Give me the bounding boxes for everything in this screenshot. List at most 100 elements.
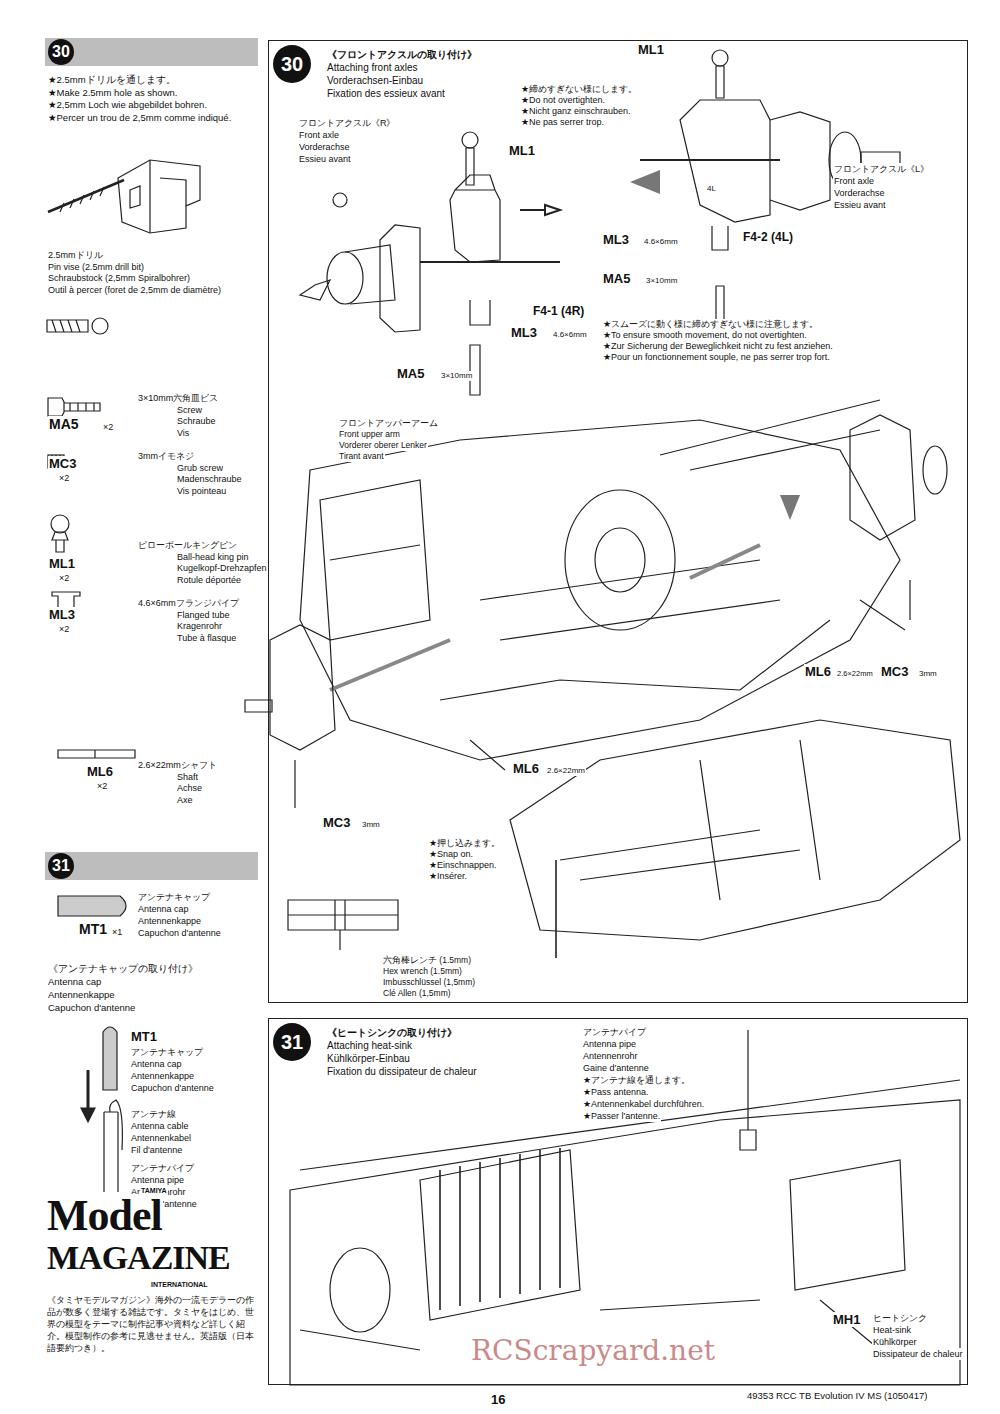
note-text: ★2,5mm Loch wie abgebildet bohren. (47, 99, 208, 112)
note-text: ヒートシンク (872, 1312, 928, 1324)
shaft-icon (58, 750, 135, 758)
note-text: ★Snap on. (428, 849, 474, 860)
drill-hole (92, 318, 108, 334)
note-text: Dissipateur de chaleur (872, 1348, 964, 1360)
note-text: ★押し込みます。 (428, 838, 501, 849)
note-text: ピローボールキングピン (137, 540, 238, 552)
note-text: Gaine d'antenne (582, 1062, 650, 1074)
note-text: 2.5mmドリル (47, 250, 104, 262)
chassis-outline (300, 420, 900, 760)
suspension-arms (440, 560, 830, 700)
note-text: Front axle (298, 129, 340, 141)
antenna-cap (103, 1027, 117, 1090)
note-text: 六角棒レンチ (1.5mm) (382, 955, 472, 966)
step-title: 《ヒートシンクの取り付け》 (327, 1026, 477, 1039)
note-text: ×1 (111, 927, 123, 938)
knuckle-part (118, 160, 200, 233)
ball-r (333, 193, 347, 207)
part-code: ML6 (86, 764, 114, 779)
note-text: 4.6×6mm (643, 237, 679, 247)
gear-31 (330, 1248, 390, 1332)
note-text: 4.6×6mm (552, 330, 588, 340)
part-code: Model (46, 1194, 163, 1238)
step-band: 31 (45, 852, 258, 880)
upright-assembled-l (850, 415, 915, 540)
step-title: Attaching front axles (327, 61, 477, 74)
ball-king-pin (462, 132, 478, 148)
note-text: 2.6×22mmシャフト (137, 760, 218, 772)
step-band: 30 (45, 38, 258, 66)
chassis-small-detail (560, 740, 820, 900)
note-text: ★Percer un trou de 2,5mm comme indiqué. (47, 112, 232, 125)
note-text: 49353 RCC TB Evolution IV MS (1050417) (746, 1390, 928, 1402)
note-text: ★スムーズに動く様に締めすぎない様に注意します。 (602, 319, 819, 330)
screw-icon (48, 398, 100, 416)
note-text: ×2 (96, 781, 108, 792)
note-text: 3×10mm (645, 276, 678, 286)
pivot-ball-inset (288, 900, 398, 950)
note-text: 2.6×22mm (546, 766, 586, 776)
step-number: 31 (48, 853, 74, 879)
part-code: MC3 (322, 815, 351, 830)
upright-r (450, 175, 500, 262)
part-code: ML1 (637, 42, 665, 57)
note-text: ×2 (58, 573, 70, 584)
note-text: Essieu avant (833, 199, 887, 211)
part-code: MA5 (48, 416, 80, 432)
note-text: Grub screw (176, 463, 224, 475)
note-text: ★Make 2.5mm hole as shown. (47, 87, 178, 100)
note-text: Clé Allen (1,5mm) (382, 988, 452, 999)
note-text: アンテナパイプ (582, 1026, 647, 1038)
note-text: Antenna pipe (582, 1038, 637, 1050)
note-text: ★Zur Sicherung der Beweglichkeit nicht z… (602, 341, 834, 352)
note-text: フロントアクスル《R》 (298, 117, 397, 129)
screw-stack-l (712, 226, 728, 320)
king-pin-body-top (716, 66, 724, 98)
note-text: 4.6×6mmフランジパイプ (137, 598, 240, 610)
note-text: Kühlkörper (872, 1336, 918, 1348)
note-text: ★Pass antenna. (582, 1086, 650, 1098)
note-text: Vorderachse (833, 187, 886, 199)
note-text: Vorderachse (298, 141, 351, 153)
knuckle-r (380, 225, 420, 332)
antenna-pipe-31 (740, 1030, 756, 1150)
note-text: Antennenkabel (130, 1132, 192, 1144)
part-code: MC3 (48, 456, 77, 471)
note-text: ★Passer l'antenne. (582, 1110, 661, 1122)
note-text: フロントアッパーアーム (338, 418, 439, 429)
part-code: F4-2 (4L) (742, 230, 794, 244)
note-text: Antennenkappe (137, 915, 202, 927)
note-text: ★Insérer. (428, 871, 468, 882)
note-text: Schraube (176, 416, 217, 428)
note-text: Antenna cap (47, 975, 102, 988)
note-text: Antennenkappe (47, 988, 116, 1001)
note-text: Shaft (176, 772, 199, 784)
shaft-leaders (295, 580, 910, 808)
note-text: Vis (176, 428, 190, 440)
part-code: MAGAZINE (46, 1240, 231, 1276)
motor-mount (320, 480, 430, 640)
step-title: Attaching heat-sink (327, 1039, 477, 1052)
note-text: Front axle (833, 175, 875, 187)
note-text: ★Antennenkabel durchführen. (582, 1098, 705, 1110)
note-text: ×2 (58, 624, 70, 635)
note-text: Screw (176, 405, 203, 417)
note-text: 3mmイモネジ (137, 451, 195, 463)
note-text: Essieu avant (298, 153, 352, 165)
antenna-cap-icon (58, 896, 126, 916)
chassis-deck (300, 1080, 960, 1170)
note-text: ★2.5mmドリルを通します。 (47, 74, 177, 87)
step-number: 30 (273, 45, 311, 83)
note-text: Antenna cable (130, 1120, 190, 1132)
note-text: ★Einschnappen. (428, 860, 498, 871)
note-text: ★To ensure smooth movement, do not overt… (602, 330, 808, 341)
note-text: Madenschraube (176, 474, 243, 486)
heat-sink-fins (440, 1148, 560, 1310)
note-text: Rotule déportée (176, 575, 242, 587)
note-text: Fil d'antenne (130, 1144, 183, 1156)
chassis-31 (290, 1100, 960, 1385)
antenna-pipe (104, 1112, 118, 1192)
drill-icon (47, 320, 88, 332)
upper-arm-rod (660, 400, 880, 470)
part-code: ML6 (804, 664, 832, 679)
